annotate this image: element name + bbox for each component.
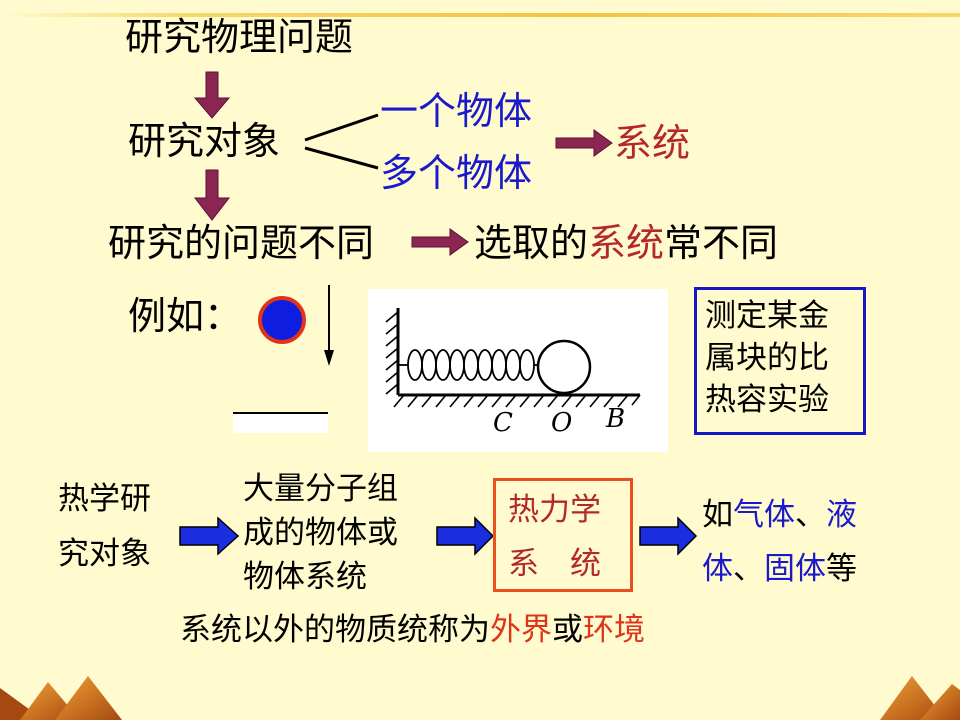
spring-label-o: O bbox=[551, 408, 573, 438]
example-label: 例如： bbox=[128, 294, 243, 338]
spring-label-c: C bbox=[493, 408, 513, 438]
research-object-label: 研究对象 bbox=[128, 119, 281, 163]
top-rule bbox=[0, 13, 960, 17]
specific-heat-box: 测定某金 属块的比 热容实验 bbox=[694, 287, 866, 435]
system-label: 系统 bbox=[614, 121, 691, 165]
fall-arrowhead bbox=[324, 350, 334, 366]
examples-line1: 如气体、液 bbox=[702, 497, 857, 533]
molecules-line3: 物体系统 bbox=[243, 559, 367, 595]
right-arrow-system bbox=[555, 129, 613, 157]
examples-line2: 体、固体等 bbox=[702, 551, 857, 587]
right-arrow-select bbox=[411, 228, 469, 256]
many-bodies-label: 多个物体 bbox=[380, 151, 533, 195]
surroundings-sentence: 系统以外的物质统称为外界或环境 bbox=[180, 612, 645, 648]
blue-arrow-2 bbox=[436, 516, 495, 556]
thermo-object-line2: 究对象 bbox=[58, 536, 151, 572]
spring-panel bbox=[368, 289, 668, 452]
spring-label-b: B bbox=[606, 404, 626, 434]
down-arrow-2 bbox=[193, 169, 231, 221]
ground-block bbox=[233, 413, 328, 433]
branch-line-down bbox=[304, 146, 379, 170]
down-arrow-1 bbox=[193, 71, 231, 119]
thermo-system-box: 热力学 系 统 bbox=[493, 478, 633, 592]
branch-line-up bbox=[304, 113, 379, 142]
thermo-object-line1: 热学研 bbox=[58, 481, 151, 517]
blue-arrow-1 bbox=[179, 516, 240, 556]
problem-differs-label: 研究的问题不同 bbox=[108, 221, 375, 265]
one-body-label: 一个物体 bbox=[380, 89, 533, 133]
title-research-problem: 研究物理问题 bbox=[125, 15, 354, 59]
blue-arrow-3 bbox=[639, 516, 698, 556]
bottom-decoration bbox=[0, 676, 960, 720]
system-selection-line: 选取的系统常不同 bbox=[474, 221, 779, 265]
spring-coils bbox=[398, 349, 542, 381]
ball-icon bbox=[258, 296, 306, 344]
molecules-line2: 成的物体或 bbox=[243, 515, 398, 551]
molecules-line1: 大量分子组 bbox=[243, 471, 398, 507]
spring-ball bbox=[536, 339, 592, 395]
